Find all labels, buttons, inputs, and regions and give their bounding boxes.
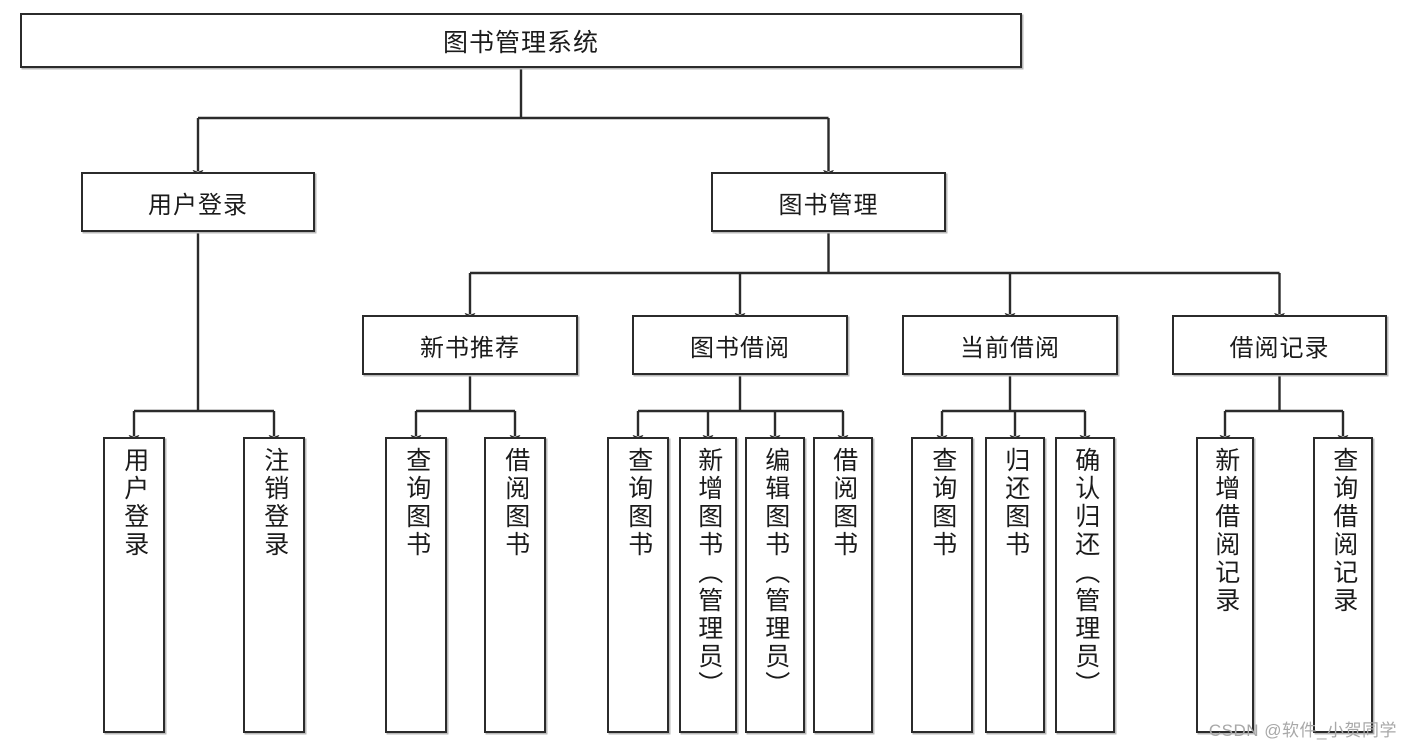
leaf-label: 归还图书 bbox=[1001, 447, 1030, 559]
node-leaf-query-book-3[interactable]: 查询图书 bbox=[911, 437, 973, 733]
leaf-label: 注销登录 bbox=[260, 447, 289, 559]
leaf-label: 借阅图书 bbox=[501, 447, 530, 559]
leaf-label: 新增借阅记录 bbox=[1211, 447, 1240, 615]
node-new-book-recommend[interactable]: 新书推荐 bbox=[362, 315, 578, 375]
leaf-label: 查询借阅记录 bbox=[1329, 447, 1358, 615]
leaf-label: 查询图书 bbox=[928, 447, 957, 559]
node-root[interactable]: 图书管理系统 bbox=[20, 13, 1022, 68]
node-leaf-add-borrow-record[interactable]: 新增借阅记录 bbox=[1196, 437, 1254, 733]
node-leaf-borrow-book-2[interactable]: 借阅图书 bbox=[813, 437, 873, 733]
leaf-label: 确认归还（管理员） bbox=[1071, 447, 1100, 699]
leaf-label: 编辑图书（管理员） bbox=[761, 447, 790, 699]
leaf-label: 查询图书 bbox=[402, 447, 431, 559]
node-current-borrow[interactable]: 当前借阅 bbox=[902, 315, 1118, 375]
node-book-borrow[interactable]: 图书借阅 bbox=[632, 315, 848, 375]
node-leaf-borrow-book-1[interactable]: 借阅图书 bbox=[484, 437, 546, 733]
node-leaf-user-logout[interactable]: 注销登录 bbox=[243, 437, 305, 733]
node-leaf-query-borrow-record[interactable]: 查询借阅记录 bbox=[1313, 437, 1373, 733]
node-book-management[interactable]: 图书管理 bbox=[711, 172, 946, 232]
node-borrow-record[interactable]: 借阅记录 bbox=[1172, 315, 1387, 375]
node-leaf-query-book-1[interactable]: 查询图书 bbox=[385, 437, 447, 733]
leaf-label: 借阅图书 bbox=[829, 447, 858, 559]
node-user-login[interactable]: 用户登录 bbox=[81, 172, 315, 232]
leaf-label: 新增图书（管理员） bbox=[694, 447, 723, 699]
node-leaf-confirm-return-admin[interactable]: 确认归还（管理员） bbox=[1055, 437, 1115, 733]
node-leaf-return-book[interactable]: 归还图书 bbox=[985, 437, 1045, 733]
leaf-label: 用户登录 bbox=[120, 447, 149, 559]
leaf-label: 查询图书 bbox=[624, 447, 653, 559]
node-leaf-add-book-admin[interactable]: 新增图书（管理员） bbox=[679, 437, 737, 733]
node-leaf-query-book-2[interactable]: 查询图书 bbox=[607, 437, 669, 733]
node-leaf-user-login[interactable]: 用户登录 bbox=[103, 437, 165, 733]
node-leaf-edit-book-admin[interactable]: 编辑图书（管理员） bbox=[745, 437, 805, 733]
